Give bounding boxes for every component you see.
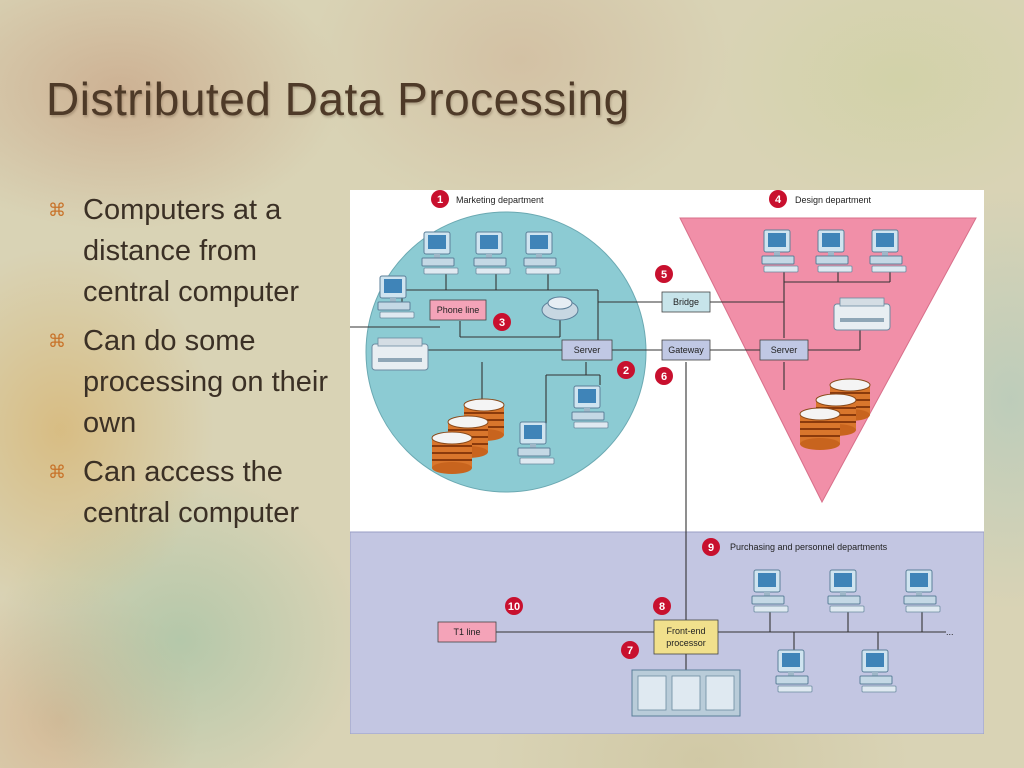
svg-text:8: 8 — [659, 601, 665, 613]
server-box-design: Server — [759, 339, 809, 361]
svg-text:Server: Server — [574, 345, 601, 355]
bullet-list: ⌘ Computers at a distance from central c… — [46, 190, 346, 542]
svg-text:1: 1 — [437, 194, 443, 206]
bullet-text: Can do some processing on their own — [83, 325, 329, 439]
svg-text:Phone line: Phone line — [437, 305, 480, 315]
gateway-box: Gateway — [661, 339, 711, 361]
t1-line-box: T1 line — [437, 621, 497, 643]
svg-text:2: 2 — [623, 365, 629, 377]
number-badge: 8 — [653, 597, 671, 615]
bullet-marker-icon: ⌘ — [48, 331, 66, 351]
disk-storage-icon — [799, 407, 841, 451]
svg-text:4: 4 — [775, 194, 782, 206]
svg-text:5: 5 — [661, 269, 667, 281]
number-badge: 7 — [621, 641, 639, 659]
number-badge: 6 — [655, 367, 673, 385]
purchasing-label: Purchasing and personnel departments — [730, 542, 888, 552]
network-diagram: ... Phone line Server Bridge — [350, 190, 984, 734]
bullet-text: Computers at a distance from central com… — [83, 194, 299, 308]
number-badges: 1 2 3 4 5 6 7 8 9 10 — [431, 190, 787, 659]
bullet-item: ⌘ Can do some processing on their own — [46, 321, 346, 444]
modem-icon — [541, 296, 579, 321]
number-badge: 2 — [617, 361, 635, 379]
bullet-marker-icon: ⌘ — [48, 200, 66, 220]
slide-title: Distributed Data Processing — [46, 73, 630, 125]
printer-icon — [371, 337, 429, 371]
bridge-box: Bridge — [661, 291, 711, 313]
svg-text:10: 10 — [508, 601, 520, 613]
number-badge: 9 — [702, 538, 720, 556]
continuation-dots: ... — [946, 627, 954, 637]
number-badge: 10 — [505, 597, 523, 615]
svg-text:Bridge: Bridge — [673, 297, 699, 307]
svg-text:Server: Server — [771, 345, 798, 355]
bullet-text: Can access the central computer — [83, 456, 299, 529]
svg-text:9: 9 — [708, 542, 714, 554]
front-end-processor-box: Front-end processor — [653, 619, 719, 655]
disk-storage-icon — [431, 431, 473, 475]
number-badge: 5 — [655, 265, 673, 283]
number-badge: 4 — [769, 190, 787, 208]
svg-text:7: 7 — [627, 645, 633, 657]
design-region — [679, 217, 977, 504]
marketing-label: Marketing department — [456, 195, 544, 205]
server-box-marketing: Server — [561, 339, 613, 361]
svg-text:processor: processor — [666, 638, 706, 648]
number-badge: 3 — [493, 313, 511, 331]
design-label: Design department — [795, 195, 872, 205]
svg-text:6: 6 — [661, 371, 667, 383]
network-lines — [350, 270, 946, 670]
phone-line-box: Phone line — [429, 299, 487, 321]
bullet-marker-icon: ⌘ — [48, 462, 66, 482]
svg-text:Front-end: Front-end — [666, 626, 705, 636]
number-badge: 1 — [431, 190, 449, 208]
svg-text:Gateway: Gateway — [668, 345, 704, 355]
svg-text:3: 3 — [499, 317, 505, 329]
svg-text:T1 line: T1 line — [453, 627, 480, 637]
bullet-item: ⌘ Can access the central computer — [46, 452, 346, 534]
bullet-item: ⌘ Computers at a distance from central c… — [46, 190, 346, 313]
printer-icon — [833, 297, 891, 331]
mainframe-icon — [631, 669, 741, 717]
